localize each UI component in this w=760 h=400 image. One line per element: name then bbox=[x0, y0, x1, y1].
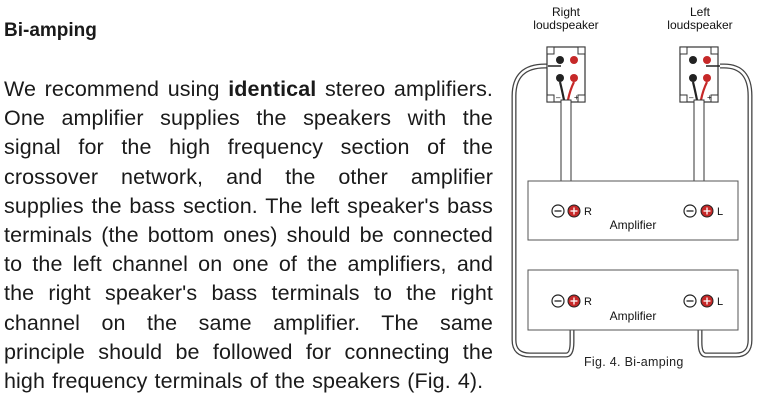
right-speaker-label-line2: loudspeaker bbox=[533, 18, 598, 32]
wiring-diagram-svg: Right loudspeaker Left loudspeaker – + bbox=[511, 5, 753, 358]
amplifier-bottom-channel-l: L bbox=[717, 296, 723, 308]
paragraph-text-start: We recommend using bbox=[4, 77, 229, 101]
section-heading: Bi-amping bbox=[4, 20, 97, 41]
amplifier-bottom-channel-r: R bbox=[584, 296, 592, 308]
figure-caption: Fig. 4. Bi-amping bbox=[584, 355, 684, 369]
right-terminal-plus: + bbox=[574, 93, 579, 102]
left-terminal-plus: + bbox=[707, 93, 712, 102]
paragraph-emphasis: identical bbox=[228, 77, 317, 101]
right-terminal-minus: – bbox=[556, 93, 561, 102]
amplifier-top-label: Amplifier bbox=[610, 218, 657, 232]
amplifier-top-channel-r: R bbox=[584, 206, 592, 218]
amplifier-top-channel-l: L bbox=[717, 206, 723, 218]
amplifier-bottom: R L Amplifier bbox=[527, 269, 739, 331]
right-speaker-terminal-plate: – + bbox=[546, 46, 586, 103]
left-speaker-label-line2: loudspeaker bbox=[667, 18, 732, 32]
right-speaker-label-line1: Right bbox=[552, 5, 581, 19]
outer-wires bbox=[511, 63, 753, 358]
amplifier-bottom-label: Amplifier bbox=[610, 309, 657, 323]
left-speaker-label-line1: Left bbox=[690, 5, 711, 19]
amplifier-top: R L Amplifier bbox=[527, 180, 739, 241]
left-terminal-minus: – bbox=[689, 93, 694, 102]
left-speaker-terminal-plate: – + bbox=[679, 46, 719, 103]
body-paragraph: We recommend using identical stereo ampl… bbox=[4, 75, 493, 396]
bi-amping-diagram: Right loudspeaker Left loudspeaker – + bbox=[500, 0, 760, 400]
paragraph-text-rest: stereo amplifiers. One amplifier supplie… bbox=[4, 77, 493, 394]
